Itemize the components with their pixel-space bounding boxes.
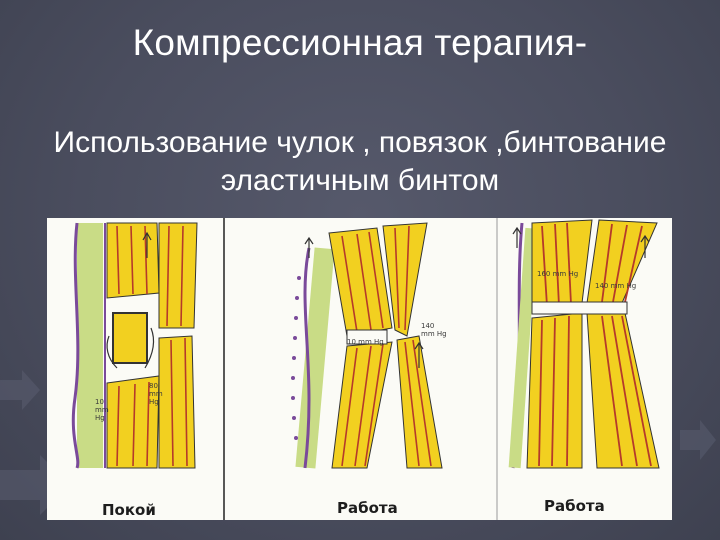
pressure-label-140: 140 mm Hg (421, 322, 447, 338)
subtitle-line-1: Использование чулок , повязок ,бинтовани… (53, 126, 667, 159)
vein (303, 247, 311, 469)
illustration-drawing (71, 218, 660, 520)
muscle (158, 222, 198, 329)
slide-title: Компрессионная терапия- (132, 22, 588, 63)
muscle-fibers (116, 225, 188, 467)
flow-arrows (304, 236, 424, 368)
valve-segment (112, 312, 148, 364)
flow-arrows (106, 231, 155, 369)
compressed-valve (531, 301, 628, 315)
muscle (586, 312, 660, 469)
panel-work-2-drawing (508, 219, 660, 469)
muscle (531, 219, 593, 309)
pressure-label-10-work: 10 mm Hg (347, 338, 384, 346)
muscle (158, 335, 196, 469)
subtitle-line-2: эластичным бинтом (220, 164, 500, 197)
fat-layer (295, 247, 335, 469)
panel-work-1-drawing (291, 222, 443, 469)
fat-layer (77, 223, 103, 468)
compression-illustration: 80 mm Hg 10 mm Hg 10 mm Hg 140 mm Hg 160… (47, 218, 672, 520)
muscle (331, 341, 393, 469)
panel-label-work-2: Работа (544, 497, 605, 515)
muscle-fibers (341, 225, 432, 467)
panel-rest-drawing (71, 222, 198, 469)
slide-subtitle: Использование чулок , повязок ,бинтовани… (0, 124, 720, 200)
panel-label-work-1: Работа (337, 499, 398, 517)
panel-label-rest: Покой (102, 501, 156, 519)
compressed-valve (346, 329, 388, 345)
pressure-label-160: 160 mm Hg (537, 270, 579, 278)
skin-dots (291, 276, 301, 440)
muscle (586, 219, 658, 304)
pressure-label-80: 80 mm Hg (149, 382, 163, 406)
pressure-label-10: 10 mm Hg (95, 398, 109, 422)
fat-layer (508, 227, 538, 469)
muscle (382, 222, 428, 337)
muscle-fibers (538, 222, 652, 467)
vein (71, 222, 80, 469)
pressure-label-140-bandage: 140 mm Hg (595, 282, 637, 290)
flow-arrows (512, 226, 650, 258)
muscle (106, 375, 160, 469)
